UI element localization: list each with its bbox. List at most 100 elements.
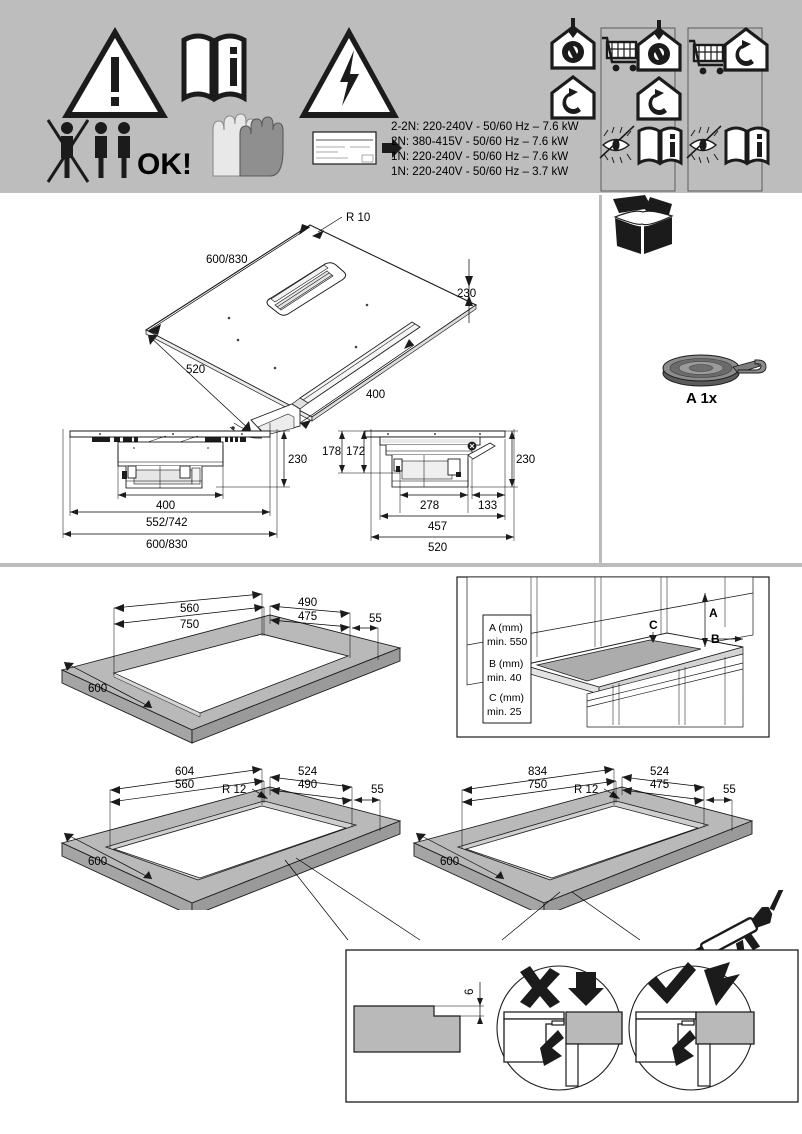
box-contents: A 1x [613, 195, 767, 407]
header-icons-layer: OK! [46, 18, 770, 192]
svg-text:C: C [649, 618, 658, 632]
dimension-600: 600 [415, 832, 505, 880]
vertical-divider [599, 195, 602, 563]
correct-sealing-detail [628, 962, 755, 1091]
dimension-750: 750 [461, 778, 617, 806]
svg-text:55: 55 [723, 784, 736, 796]
dimension-600-830: 600/830 [62, 429, 278, 551]
cross-mark-icon [520, 966, 560, 1008]
svg-text:55: 55 [371, 784, 384, 796]
incorrect-sealing-detail [496, 965, 623, 1091]
rating-plate-icon [312, 131, 377, 165]
house-recirculation-icon [550, 74, 596, 120]
svg-text:600: 600 [440, 856, 459, 868]
svg-text:400: 400 [366, 389, 385, 401]
dimension-475: 475 [269, 611, 351, 632]
svg-text:172: 172 [346, 446, 365, 458]
svg-text:475: 475 [298, 611, 317, 623]
read-manual-icon [637, 126, 683, 166]
dimension-524: 524 [269, 766, 353, 792]
svg-text:600: 600 [88, 856, 107, 868]
svg-text:R 12: R 12 [574, 784, 598, 796]
svg-text:520: 520 [428, 542, 447, 554]
clearance-b: B [711, 632, 743, 646]
dimension-hob-depth: 520 [147, 334, 252, 432]
dimension-55: 55 [352, 613, 382, 631]
read-manual-icon [724, 126, 770, 166]
kitchen-clearance-view: A B C A (mm) min. 550 B (mm) min. 40 C (… [456, 576, 770, 738]
svg-text:750: 750 [180, 619, 199, 631]
dimension-55: 55 [706, 784, 736, 803]
dimension-duct-width: 400 [299, 339, 415, 429]
two-persons-ok-icon [95, 122, 130, 178]
arrow-right-icon [382, 138, 402, 158]
spec-line-2: 1N: 220-240V - 50/60 Hz – 7.6 kW [391, 150, 568, 163]
dimension-490: 490 [269, 597, 351, 618]
svg-text:133: 133 [478, 500, 497, 512]
dimension-r12: R 12 [574, 784, 620, 799]
svg-text:B: B [711, 632, 720, 646]
dimension-600: 600 [63, 832, 153, 880]
open-box-icon [613, 195, 674, 254]
cutout-flush-600: 560 750 490 475 55 600 [60, 591, 402, 744]
dimension-400: 400 [117, 445, 224, 512]
dimension-524: 524 [621, 766, 705, 792]
house-extraction-up-icon [636, 20, 682, 72]
accessory-label: A 1x [686, 390, 718, 407]
svg-text:55: 55 [369, 613, 382, 625]
dimension-178-172: 178 172 [322, 430, 400, 474]
svg-text:A: A [709, 606, 718, 620]
front-section-view: 230 400 552/742 600/830 [62, 429, 307, 551]
ok-label: OK! [137, 148, 192, 181]
svg-text:560: 560 [180, 603, 199, 615]
dimension-520: 520 [370, 429, 515, 554]
svg-text:C (mm): C (mm) [489, 692, 524, 704]
svg-text:750: 750 [528, 779, 547, 791]
protective-gloves-icon [212, 113, 284, 177]
dimension-834: 834 [461, 766, 615, 794]
dimension-490: 490 [269, 779, 353, 805]
svg-text:230: 230 [516, 454, 535, 466]
cutout-flushmount-604: 604 560 524 490 55 600 R 12 [60, 766, 402, 910]
dimension-457: 457 [379, 439, 506, 533]
mode-panel-recirculation [686, 26, 770, 166]
clearance-c: C [649, 618, 658, 643]
cutout-flushmount-834: 834 750 524 475 55 600 R 12 [412, 766, 754, 910]
svg-text:490: 490 [298, 779, 317, 791]
svg-text:R 12: R 12 [222, 784, 246, 796]
svg-text:475: 475 [650, 779, 669, 791]
no-eye-contact-icon [599, 125, 635, 164]
dimension-230-side: 230 [470, 430, 535, 488]
warning-triangle-icon [62, 27, 168, 118]
dimension-55: 55 [354, 784, 384, 803]
shopping-cart-icon [602, 36, 638, 72]
svg-text:490: 490 [298, 597, 317, 609]
dimension-hob-height: 230 [457, 259, 476, 323]
dimension-278-133: 278 133 [399, 459, 505, 513]
svg-text:400: 400 [156, 500, 175, 512]
svg-text:R 10: R 10 [346, 212, 370, 224]
edge-sealing-detail: 6 [345, 949, 799, 1103]
dimension-475: 475 [621, 779, 705, 805]
mode-panel-extraction [599, 20, 683, 166]
svg-text:230: 230 [288, 454, 307, 466]
svg-text:520: 520 [186, 364, 205, 376]
dimension-604: 604 [109, 766, 263, 794]
svg-text:560: 560 [175, 779, 194, 791]
spec-line-0: 2-2N: 220-240V - 50/60 Hz – 7.6 kW [391, 120, 579, 133]
worktop-edge-profile: 6 [353, 982, 484, 1053]
svg-text:457: 457 [428, 521, 447, 533]
svg-text:230: 230 [457, 288, 476, 300]
svg-text:834: 834 [528, 766, 548, 778]
svg-text:178: 178 [322, 446, 341, 458]
dimension-560: 560 [113, 591, 263, 615]
side-section-view: 178 172 230 278 133 457 [322, 429, 535, 554]
downdraft-slot [229, 321, 421, 439]
svg-text:600/830: 600/830 [206, 254, 248, 266]
svg-text:min. 550: min. 550 [487, 636, 527, 648]
dimension-6: 6 [464, 982, 483, 1024]
spec-line-3: 1N: 220-240V - 50/60 Hz – 3.7 kW [391, 165, 568, 178]
no-eye-contact-icon [686, 125, 722, 164]
spec-line-1: 2N: 380-415V - 50/60 Hz – 7.6 kW [391, 135, 568, 148]
